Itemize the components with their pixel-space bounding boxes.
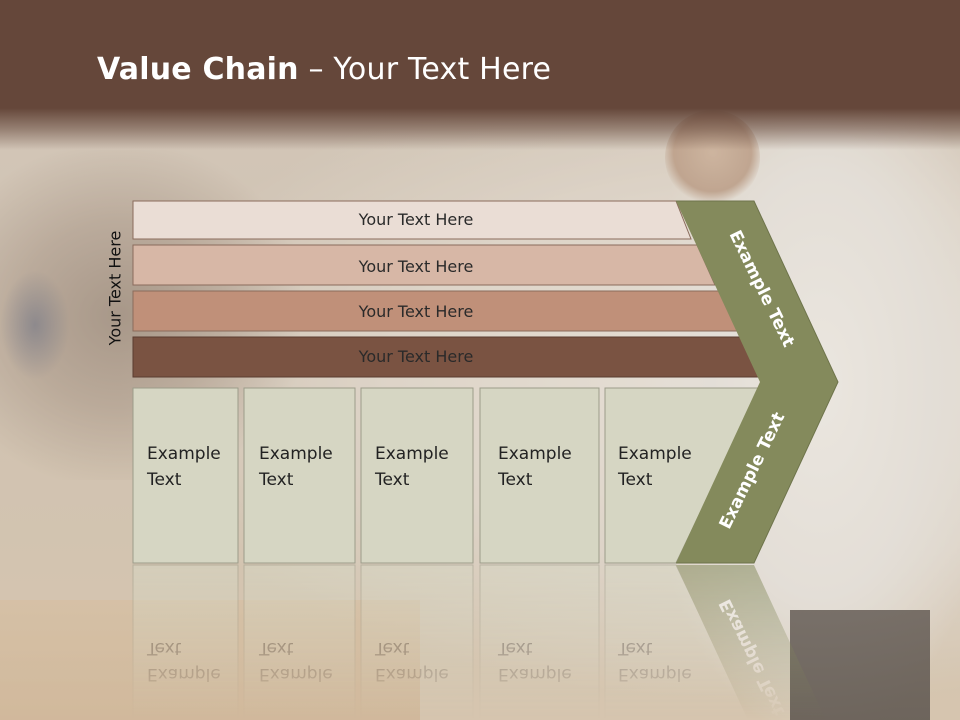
box-1-line1: Example — [147, 444, 221, 464]
bar-1 — [132, 200, 692, 240]
box-3 — [360, 387, 474, 564]
box-1 — [132, 387, 239, 564]
svg-text:Text: Text — [617, 638, 653, 658]
box-4-line1: Example — [498, 444, 572, 464]
box-1-line2: Text — [146, 470, 182, 490]
slide-title: Value Chain – Your Text Here — [97, 52, 551, 87]
bar-3-label: Your Text Here — [358, 302, 474, 321]
box-2 — [243, 387, 356, 564]
bar-2-label: Your Text Here — [358, 257, 474, 276]
box-5-line1: Example — [618, 444, 692, 464]
slide-title-rest: – Your Text Here — [298, 52, 552, 87]
chevron-outline — [676, 200, 839, 564]
box-3-line2: Text — [374, 470, 410, 490]
box-2-line2: Text — [258, 470, 294, 490]
box-4 — [479, 387, 600, 564]
svg-text:Text: Text — [146, 638, 182, 658]
bar-1-label: Your Text Here — [358, 210, 474, 229]
reflection: Example Text Example Text Example Text E… — [132, 564, 826, 720]
box-3-line1: Example — [375, 444, 449, 464]
svg-text:Example: Example — [498, 664, 572, 684]
svg-text:Example: Example — [147, 664, 221, 684]
box-2-line1: Example — [259, 444, 333, 464]
box-5-line2: Text — [617, 470, 653, 490]
box-4-line2: Text — [497, 470, 533, 490]
svg-text:Example: Example — [375, 664, 449, 684]
chevron-arrow — [676, 201, 838, 563]
svg-text:Example: Example — [259, 664, 333, 684]
svg-text:Text: Text — [497, 638, 533, 658]
svg-text:Text: Text — [374, 638, 410, 658]
svg-text:Example: Example — [618, 664, 692, 684]
background-light — [0, 270, 70, 380]
slide-title-bold: Value Chain — [97, 52, 299, 87]
bar-4-label: Your Text Here — [358, 347, 474, 366]
header-bar — [0, 0, 960, 150]
svg-text:Text: Text — [258, 638, 294, 658]
